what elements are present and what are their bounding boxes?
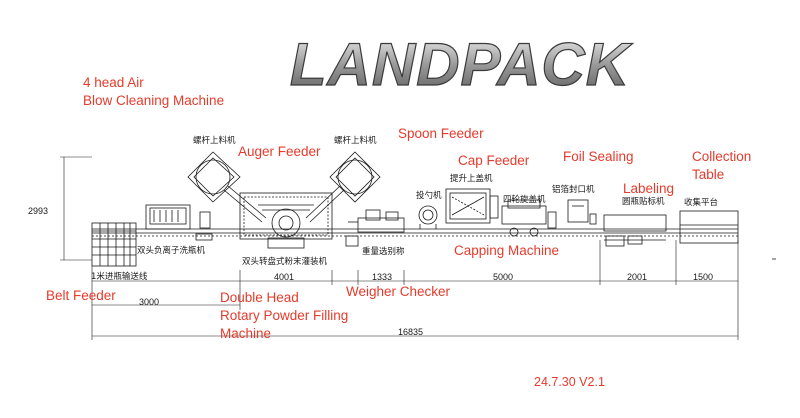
cn-cap-lift: 提升上盖机 xyxy=(450,174,493,184)
dim-1333: 1333 xyxy=(372,272,393,282)
spoon-feeder-body xyxy=(418,205,438,229)
dimension-lines xyxy=(60,156,739,340)
label-collection-line2: Table xyxy=(692,167,725,182)
label-double-head-line1: Double Head xyxy=(220,290,299,305)
cap-feeder-body xyxy=(445,188,499,224)
foil-sealer-body xyxy=(567,199,597,225)
cn-conveyor: 1米进瓶输送线 xyxy=(91,272,148,282)
label-labeling: Labeling xyxy=(623,181,675,196)
dim-1500: 1500 xyxy=(693,272,714,282)
label-double-head-line3: Machine xyxy=(220,326,272,341)
dim-3000: 3000 xyxy=(139,297,160,307)
cn-screw-feeder-right: 螺杆上料机 xyxy=(334,136,377,146)
cn-spoon-machine: 投勺机 xyxy=(416,191,442,201)
label-spoon-feeder: Spoon Feeder xyxy=(398,126,484,141)
dim-4001: 4001 xyxy=(274,272,295,282)
label-foil-sealing: Foil Sealing xyxy=(563,149,634,164)
capping-machine-body xyxy=(501,199,557,237)
cn-weigh-reject: 重量选别称 xyxy=(362,247,405,257)
label-double-head-line2: Rotary Powder Filling xyxy=(220,308,349,323)
cn-air-washer: 双头负离子洗瓶机 xyxy=(137,246,206,256)
version-label: 24.7.30 V2.1 xyxy=(534,375,605,389)
auger-feeder-right xyxy=(305,151,381,223)
collection-table-body xyxy=(679,210,739,244)
rotary-filler-body xyxy=(239,192,333,249)
weigher-checker-body xyxy=(345,209,405,247)
label-capping-machine: Capping Machine xyxy=(454,243,560,258)
label-auger-feeder: Auger Feeder xyxy=(238,144,321,159)
dim-5000: 5000 xyxy=(493,272,514,282)
label-cap-feeder: Cap Feeder xyxy=(458,153,530,168)
label-weigher-checker: Weigher Checker xyxy=(346,284,451,299)
label-air-blow-line2: Blow Cleaning Machine xyxy=(83,93,225,108)
cn-screw-feeder-left: 螺杆上料机 xyxy=(193,136,236,146)
cn-foil-sealer: 铝箔封口机 xyxy=(552,185,595,195)
cn-four-wheel-capper: 四轮旋盖机 xyxy=(503,195,546,205)
dim-total: 16835 xyxy=(398,327,424,337)
labeling-machine-body xyxy=(603,214,667,247)
cn-collect-table: 收集平台 xyxy=(684,198,719,208)
air-blow-cleaner-body xyxy=(145,204,213,241)
label-collection-line1: Collection xyxy=(692,149,752,164)
belt-feeder-grid xyxy=(91,222,137,267)
label-air-blow-line1: 4 head Air xyxy=(83,75,144,90)
dim-2001: 2001 xyxy=(627,272,648,282)
dim-height: 2993 xyxy=(28,206,49,216)
logo-text: LANDPACK xyxy=(290,35,633,97)
landpack-logo: LANDPACK xyxy=(268,35,652,97)
cn-round-labeler: 圆瓶贴标机 xyxy=(622,197,665,207)
cn-rotary-filler: 双头转盘式粉末灌装机 xyxy=(242,257,328,267)
label-belt-feeder: Belt Feeder xyxy=(46,288,116,303)
auger-feeder-left xyxy=(187,151,267,223)
